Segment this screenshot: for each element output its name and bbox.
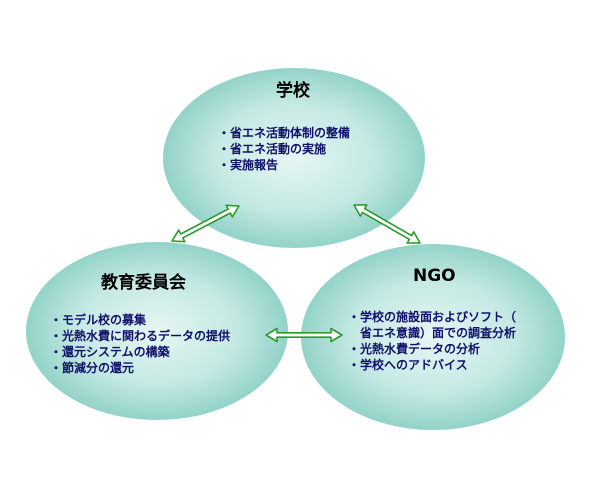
school-ngo-double-arrow	[353, 204, 421, 244]
connector-arrows	[171, 204, 421, 343]
ngo-item: 省エネ意識）面での調査分析	[348, 326, 517, 340]
committee-ngo-double-arrow	[265, 327, 343, 343]
committee-ellipse	[26, 242, 288, 420]
school-item: ・省エネ活動の実施	[218, 142, 327, 156]
school-item-list: ・省エネ活動体制の整備 ・省エネ活動の実施 ・実施報告	[218, 125, 350, 173]
committee-item: ・光熱水費に関わるデータの提供	[50, 329, 231, 343]
committee-item: ・還元システムの構築	[50, 345, 170, 359]
ngo-item: ・学校へのアドバイス	[348, 358, 468, 372]
committee-item: ・モデル校の募集	[50, 313, 147, 327]
committee-item-list: ・モデル校の募集 ・光熱水費に関わるデータの提供 ・還元システムの構築 ・節減分…	[50, 312, 230, 376]
committee-item: ・節減分の還元	[50, 361, 135, 375]
ngo-item-list: ・学校の施設面およびソフト（ 省エネ意識）面での調査分析 ・光熱水費データの分析…	[348, 309, 516, 373]
school-ellipse	[163, 68, 425, 248]
school-title: 学校	[276, 81, 310, 101]
school-item: ・実施報告	[218, 158, 279, 172]
ngo-item: ・学校の施設面およびソフト（	[348, 310, 517, 324]
ngo-ellipse	[301, 244, 565, 430]
ngo-title: NGO	[413, 266, 456, 286]
ngo-item: ・光熱水費データの分析	[348, 342, 481, 356]
school-item: ・省エネ活動体制の整備	[218, 126, 351, 140]
school-committee-double-arrow	[171, 204, 240, 243]
committee-title: 教育委員会	[101, 273, 186, 293]
